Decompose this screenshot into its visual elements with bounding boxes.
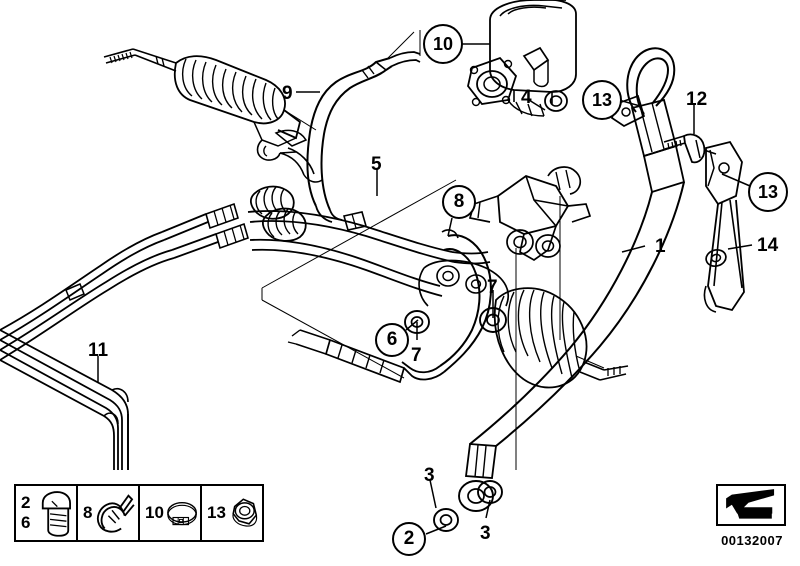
suction-hose — [306, 51, 421, 223]
callout-8-label: 8 — [453, 191, 465, 212]
callout-9: 9 — [282, 83, 293, 104]
flange-nut-icon — [226, 486, 262, 540]
legend-number: 10 — [145, 503, 164, 523]
callout-10: 10 — [423, 24, 463, 64]
callout-7-right: 7 — [487, 277, 498, 298]
pipe-run-left — [0, 202, 249, 361]
legend-number: 6 — [21, 513, 31, 532]
callout-4: 4 — [521, 87, 532, 108]
callout-6: 6 — [375, 323, 409, 357]
callout-13-reservoir-label: 13 — [591, 89, 613, 110]
legend-cell-clip: 8 — [78, 486, 140, 540]
bolt-icon — [30, 486, 76, 540]
rack-boot-right — [493, 287, 629, 389]
legend-cell-clamp-numbers: 10 — [140, 503, 164, 523]
feed-hose — [287, 229, 492, 384]
legend-cell-bolt: 2 6 — [16, 486, 78, 540]
callout-7-left: 7 — [411, 345, 422, 366]
legend-cell-clamp: 10 — [140, 486, 202, 540]
callout-3-upper: 3 — [424, 465, 435, 486]
legend-number: 13 — [207, 503, 226, 523]
return-pipe-lower — [249, 238, 443, 297]
legend-number: 2 — [21, 493, 31, 513]
rack-port-fittings — [250, 185, 307, 242]
hose-clamp-icon — [164, 486, 200, 540]
steering-rack-assembly — [103, 48, 323, 183]
construction-lines — [261, 30, 605, 470]
callout-12: 12 — [686, 89, 708, 110]
callout-5: 5 — [371, 154, 382, 175]
callout-1: 1 — [655, 236, 666, 257]
legend-number: 8 — [83, 503, 93, 523]
callout-leaders — [97, 43, 753, 535]
legend-cell-nut: 13 — [202, 486, 262, 540]
bracket-assembly — [663, 133, 745, 313]
legend-cell-clip-numbers: 8 — [78, 503, 92, 523]
callout-11: 11 — [88, 340, 109, 361]
legend-cell-bolt-numbers: 2 6 — [16, 493, 30, 532]
legend-cell-nut-numbers: 13 — [202, 503, 226, 523]
hand-pointer-arrow-icon — [726, 489, 775, 519]
diagram-icon-box — [716, 484, 786, 526]
callout-2: 2 — [392, 522, 426, 556]
legend-box: 2 6 8 — [14, 484, 264, 542]
callout-2-label: 2 — [403, 528, 415, 549]
fluid-reservoir — [467, 0, 577, 117]
hose-clip-icon — [92, 486, 138, 540]
callout-13-reservoir: 13 — [582, 80, 622, 120]
callout-10-label: 10 — [432, 33, 454, 54]
diagram-number: 00132007 — [721, 533, 783, 548]
callout-13-bracket: 13 — [748, 172, 788, 212]
callout-6-label: 6 — [386, 329, 398, 350]
cooling-pipes — [0, 329, 129, 470]
callout-3-lower: 3 — [480, 523, 491, 544]
callout-13-bracket-label: 13 — [757, 181, 779, 202]
callout-8: 8 — [442, 185, 476, 219]
steering-valve-body — [404, 166, 592, 334]
callout-14: 14 — [757, 235, 779, 256]
